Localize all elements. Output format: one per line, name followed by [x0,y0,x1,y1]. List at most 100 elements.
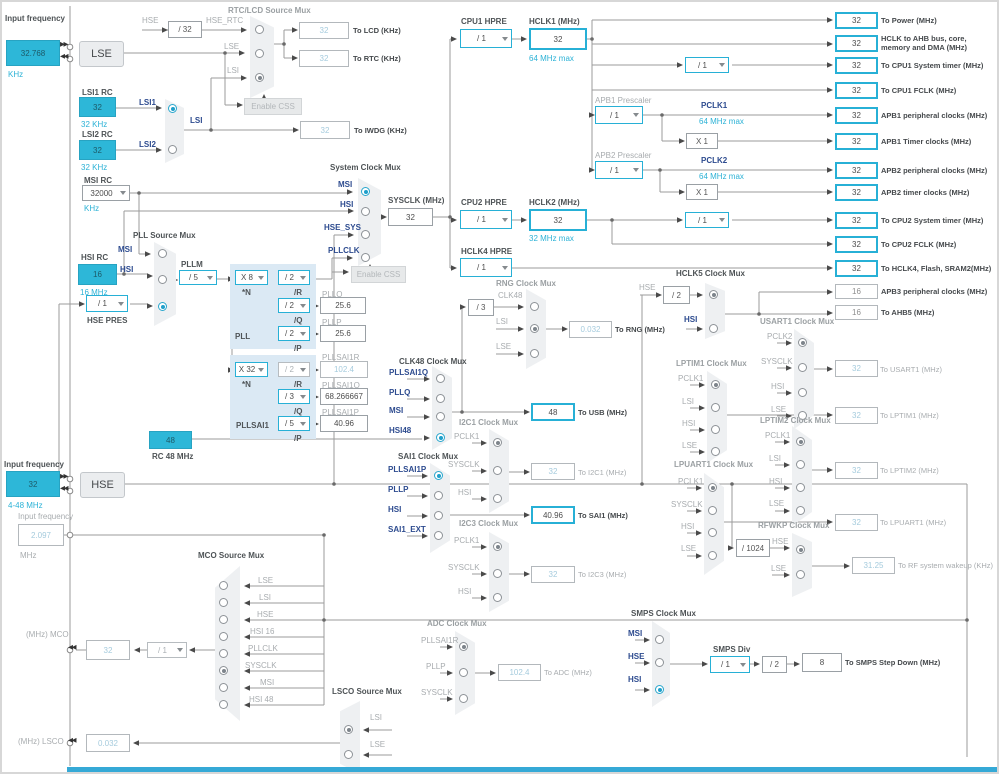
hse-input-frequency-value[interactable]: 32 [6,471,60,497]
radio-mco-sysclk[interactable] [219,666,228,675]
lse-oscillator[interactable]: LSE [79,41,124,67]
enable-css-button-rtc[interactable]: Enable CSS [244,98,302,115]
cpu1-hpre-dropdown[interactable]: / 1 [460,29,512,48]
to-power-value[interactable]: 32 [835,12,878,29]
radio-smps-hsi[interactable] [655,685,664,694]
apb1-prescaler-dropdown[interactable]: / 1 [595,106,643,124]
radio-i2c1-sysclk[interactable] [493,466,502,475]
radio-hclk5-hse[interactable] [709,290,718,299]
hclk4-out-value[interactable]: 32 [835,260,878,277]
radio-adc-sysclk[interactable] [459,694,468,703]
radio-i2c1-hsi[interactable] [493,494,502,503]
radio-lptim1-hsi[interactable] [711,425,720,434]
radio-lptim1-lse[interactable] [711,447,720,456]
radio-clk48-hsi48[interactable] [436,433,445,442]
hse-oscillator[interactable]: HSE [80,472,125,498]
radio-sys-pllclk[interactable] [361,253,370,262]
radio-lsco-lsi[interactable] [344,725,353,734]
apb2-timer-value[interactable]: 32 [835,184,878,201]
radio-pll-hse[interactable] [158,302,167,311]
radio-lpuart1-pclk1[interactable] [708,483,717,492]
radio-i2c1-pclk1[interactable] [493,438,502,447]
hclk4-hpre-dropdown[interactable]: / 1 [460,258,512,277]
radio-lpuart1-lse[interactable] [708,551,717,560]
pllsai1-n-dropdown[interactable]: X 32 [235,362,268,377]
lsi1-rc-value[interactable]: 32 [79,97,116,117]
radio-mco-hsi16[interactable] [219,632,228,641]
cpu1-systimer-value[interactable]: 32 [835,57,878,74]
radio-lptim2-pclk1[interactable] [796,437,805,446]
radio-clk48-msi[interactable] [436,412,445,421]
pll-q-dropdown[interactable]: / 2 [278,298,310,313]
radio-smps-msi[interactable] [655,635,664,644]
to-sai1-value[interactable]: 40.96 [531,506,575,524]
radio-pll-msi[interactable] [158,249,167,258]
pllm-dropdown[interactable]: / 5 [179,270,217,285]
hclk-ahb-value[interactable]: 32 [835,35,878,52]
radio-usart1-sysclk[interactable] [798,363,807,372]
radio-clk48-pllsai1q[interactable] [436,374,445,383]
cpu2-systick-dropdown[interactable]: / 1 [685,212,729,228]
apb1-timer-value[interactable]: 32 [835,133,878,150]
pllsai1-r-dropdown[interactable]: / 2 [278,362,310,377]
radio-lpuart1-hsi[interactable] [708,528,717,537]
radio-rng-clk48[interactable] [530,302,539,311]
radio-mco-lsi[interactable] [219,598,228,607]
radio-lptim2-lse[interactable] [796,506,805,515]
rtc-hse-divider[interactable]: / 32 [168,21,202,38]
radio-i2c3-sysclk[interactable] [493,569,502,578]
radio-sai1-pllsai1p[interactable] [434,471,443,480]
radio-mco-hsi48[interactable] [219,700,228,709]
enable-css-button-sys[interactable]: Enable CSS [351,266,406,283]
radio-rfwkp-lse[interactable] [796,570,805,579]
radio-lpuart1-sysclk[interactable] [708,506,717,515]
radio-lsi2[interactable] [168,145,177,154]
radio-rng-lse[interactable] [530,349,539,358]
radio-i2c3-hsi[interactable] [493,593,502,602]
msi-rc-dropdown[interactable]: 32000 [82,185,130,201]
radio-lptim1-lsi[interactable] [711,403,720,412]
radio-lptim2-hsi[interactable] [796,483,805,492]
radio-sai1-pllp[interactable] [434,491,443,500]
pll-n-dropdown[interactable]: X 8 [235,270,268,285]
hclk2-value[interactable]: 32 [529,209,587,231]
radio-usart1-lse[interactable] [798,411,807,420]
radio-adc-pllp[interactable] [459,668,468,677]
radio-mco-pllclk[interactable] [219,649,228,658]
pllsai1-p-dropdown[interactable]: / 5 [278,416,310,431]
hse-pres-dropdown[interactable]: / 1 [86,295,128,312]
radio-lsi1[interactable] [168,104,177,113]
radio-pll-hsi[interactable] [158,275,167,284]
cpu2-fclk-value[interactable]: 32 [835,236,878,253]
hsi-rc-value[interactable]: 16 [78,264,117,285]
pll-r-dropdown[interactable]: / 2 [278,270,310,285]
radio-lptim2-lsi[interactable] [796,460,805,469]
radio-mco-msi[interactable] [219,683,228,692]
apb2-prescaler-dropdown[interactable]: / 1 [595,161,643,179]
radio-lptim1-pclk1[interactable] [711,380,720,389]
radio-lsco-lse[interactable] [344,750,353,759]
radio-i2c3-pclk1[interactable] [493,542,502,551]
hclk1-value[interactable]: 32 [529,28,587,50]
pllsai1-q-dropdown[interactable]: / 3 [278,389,310,404]
radio-rtc-hse[interactable] [255,25,264,34]
cpu2-hpre-dropdown[interactable]: / 1 [460,210,512,229]
radio-hclk5-hsi[interactable] [709,324,718,333]
radio-rfwkp-hse[interactable] [796,545,805,554]
radio-sys-hsi[interactable] [361,207,370,216]
radio-mco-hse[interactable] [219,615,228,624]
radio-rng-lsi[interactable] [530,324,539,333]
radio-rtc-lsi[interactable] [255,73,264,82]
radio-usart1-pclk2[interactable] [798,338,807,347]
cpu1-fclk-value[interactable]: 32 [835,82,878,99]
radio-sys-msi[interactable] [361,187,370,196]
smps-div-dropdown[interactable]: / 1 [710,656,750,673]
radio-adc-pllsai1r[interactable] [459,642,468,651]
lsi2-rc-value[interactable]: 32 [79,140,116,160]
radio-clk48-pllq[interactable] [436,394,445,403]
radio-rtc-lse[interactable] [255,49,264,58]
cpu1-systick-dropdown[interactable]: / 1 [685,57,729,73]
radio-smps-hse[interactable] [655,658,664,667]
to-usb-value[interactable]: 48 [531,403,575,421]
apb2-periph-value[interactable]: 32 [835,162,878,179]
